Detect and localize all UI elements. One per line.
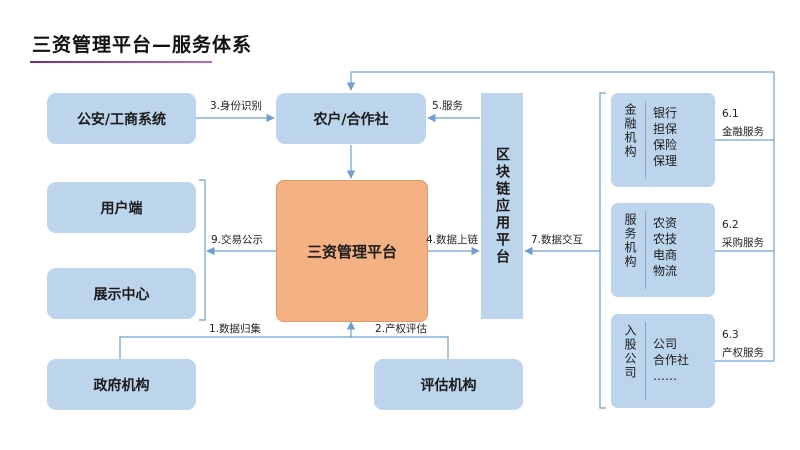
service-box-purchase[interactable]: 服务机构 农资 农技 电商 物流 xyxy=(611,203,715,297)
service-item: …… xyxy=(653,369,677,383)
service-label-text: 产权服务 xyxy=(722,347,764,359)
service-box-property[interactable]: 入股公司 公司 合作社 …… xyxy=(611,314,715,408)
flow-label-collect: 1.数据归集 xyxy=(209,323,262,335)
service-box-finance[interactable]: 金融机构 银行 担保 保险 保理 xyxy=(611,93,715,187)
nonghu-node[interactable]: 农户/合作社 xyxy=(276,93,426,144)
arrow-eval xyxy=(351,336,449,359)
bracket-left xyxy=(199,179,206,321)
zhengfu-node[interactable]: 政府机构 xyxy=(47,359,196,410)
yonghu-node[interactable]: 用户端 xyxy=(47,182,196,233)
arrow-gov-collect xyxy=(119,321,356,359)
pinggu-node[interactable]: 评估机构 xyxy=(374,359,523,410)
loop-to-farmer xyxy=(346,71,775,140)
core-platform-node[interactable]: 三资管理平台 xyxy=(276,180,428,322)
service-item: 电商 xyxy=(653,248,678,262)
service-item: 农资 xyxy=(653,216,678,230)
flow-label-publicity: 9.交易公示 xyxy=(211,234,264,246)
flow-label-exchange: 7.数据交互 xyxy=(531,234,584,246)
service-category: 入股公司 xyxy=(623,324,637,380)
blockchain-platform-node[interactable]: 区块链应用平台 xyxy=(481,93,523,319)
blockchain-platform-label: 区块链应用平台 xyxy=(494,146,510,266)
service-item: 农技 xyxy=(653,232,678,246)
service-item: 银行 xyxy=(653,106,678,120)
service-item: 合作社 xyxy=(653,353,690,367)
bracket-right xyxy=(599,92,606,409)
flow-label-identity: 3.身份识别 xyxy=(210,100,263,112)
service-label-num: 6.2 xyxy=(722,219,739,231)
service-category: 服务机构 xyxy=(623,213,637,269)
service-category: 金融机构 xyxy=(623,103,637,159)
page-title: 三资管理平台—服务体系 xyxy=(32,34,253,56)
service-divider xyxy=(645,211,646,289)
service-label-num: 6.3 xyxy=(722,329,739,341)
service-item: 保理 xyxy=(653,154,678,168)
service-divider xyxy=(645,322,646,400)
gongan-node[interactable]: 公安/工商系统 xyxy=(47,93,196,144)
title-underline xyxy=(30,61,212,63)
service-label-text: 采购服务 xyxy=(722,237,764,249)
flow-label-eval: 2.产权评估 xyxy=(375,323,428,335)
service-item: 公司 xyxy=(653,337,678,351)
service-label-num: 6.1 xyxy=(722,108,739,120)
flow-label-upchain: 4.数据上链 xyxy=(426,234,479,246)
service-label-text: 金融服务 xyxy=(722,126,764,138)
service-item: 担保 xyxy=(653,122,678,136)
zhanshi-node[interactable]: 展示中心 xyxy=(47,268,196,319)
service-divider xyxy=(645,101,646,179)
service-item: 保险 xyxy=(653,138,678,152)
flow-label-service: 5.服务 xyxy=(432,100,464,112)
service-item: 物流 xyxy=(653,264,678,278)
